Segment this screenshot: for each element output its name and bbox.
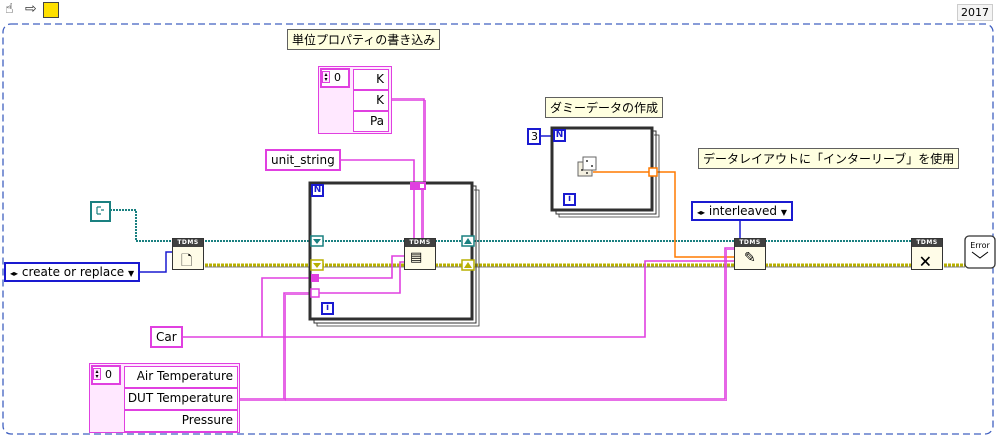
hand-pointer-icon[interactable]: ☝: [5, 1, 14, 17]
tunnel-channels: [310, 288, 320, 298]
group-name-wire-2: [261, 255, 406, 337]
array-index-spinner[interactable]: ▴▾: [322, 71, 330, 83]
loop-count-constant[interactable]: 3: [527, 128, 541, 145]
unit-string-constant[interactable]: unit_string: [265, 149, 341, 171]
channels-array-constant: 0 ▴▾ Air Temperature DUT Temperature Pre…: [89, 363, 240, 433]
tdms-props-label: TDMS: [405, 239, 435, 247]
group-name-wire: [178, 260, 735, 338]
refnum-constant: [90, 201, 111, 222]
note-unit-properties: 単位プロパティの書き込み: [287, 29, 441, 50]
tunnel-group: [311, 274, 319, 282]
channels-wire: [240, 261, 406, 400]
group-name-constant[interactable]: Car: [150, 326, 183, 348]
loop-iteration-terminal-dummy: i: [563, 193, 576, 206]
svg-text:Error: Error: [970, 241, 990, 250]
diagram-frame: [2, 23, 994, 435]
loop-count-terminal-dummy: N: [553, 129, 566, 142]
tdms-close-label: TDMS: [912, 239, 942, 247]
unit-element[interactable]: K: [353, 90, 389, 111]
tdms-set-properties-node[interactable]: TDMS ▤: [404, 238, 436, 270]
channels-wire-2: [284, 247, 735, 400]
array-index-spinner[interactable]: ▴▾: [93, 368, 101, 380]
file-open-icon: 🗋: [181, 253, 193, 269]
enum-arrows-icon: ◂▸: [697, 208, 706, 217]
open-mode-wire: [127, 251, 174, 273]
tdms-open-node[interactable]: TDMS 🗋: [172, 238, 204, 270]
data-wire: [593, 171, 735, 258]
pencil-icon: ✎: [744, 250, 756, 266]
open-mode-value: create or replace: [21, 265, 125, 279]
tdms-close-node[interactable]: TDMS 🗙: [911, 238, 943, 270]
note-interleave: データレイアウトに「インターリーブ」を使用: [698, 148, 960, 169]
loop-count-terminal: N: [311, 184, 324, 197]
channel-element[interactable]: Air Temperature: [124, 366, 238, 388]
tdms-open-label: TDMS: [173, 239, 203, 247]
loop-iteration-terminal: i: [321, 302, 334, 315]
refnum-wire: [110, 209, 912, 242]
bulb-icon[interactable]: [43, 2, 59, 18]
unit-element[interactable]: Pa: [353, 111, 389, 132]
random-number-icon: [577, 156, 597, 177]
tunnel-unit-string: [410, 182, 418, 190]
tunnel-data: [648, 167, 658, 177]
arrow-right-icon[interactable]: ⇨: [25, 1, 37, 17]
unit-string-wire: [334, 159, 415, 242]
error-handler-node: Error: [964, 235, 996, 269]
chevron-down-icon: ▼: [780, 208, 787, 217]
tdms-write-node[interactable]: TDMS ✎: [734, 238, 766, 270]
layout-mode-constant[interactable]: ◂▸ interleaved ▼: [691, 201, 793, 221]
enum-arrows-icon: ◂▸: [10, 269, 19, 278]
unit-element[interactable]: K: [353, 69, 389, 90]
file-close-icon: 🗙: [920, 253, 931, 269]
toolbar: ☝ ⇨: [0, 0, 70, 20]
open-mode-constant[interactable]: ◂▸ create or replace ▼: [4, 262, 141, 282]
properties-icon: ▤: [410, 250, 423, 265]
for-loop-units-frame: [308, 181, 474, 321]
units-array-wire: [390, 98, 425, 242]
note-dummy-data: ダミーデータの作成: [545, 97, 664, 118]
channel-element[interactable]: Pressure: [124, 410, 238, 432]
layout-mode-value: interleaved: [708, 204, 777, 218]
channel-element[interactable]: DUT Temperature: [124, 388, 238, 410]
units-array-constant: 0 ▴▾ K K Pa: [318, 66, 392, 134]
chevron-down-icon: ▼: [128, 269, 135, 278]
tdms-write-label: TDMS: [735, 239, 765, 247]
version-label: 2017: [957, 4, 993, 21]
